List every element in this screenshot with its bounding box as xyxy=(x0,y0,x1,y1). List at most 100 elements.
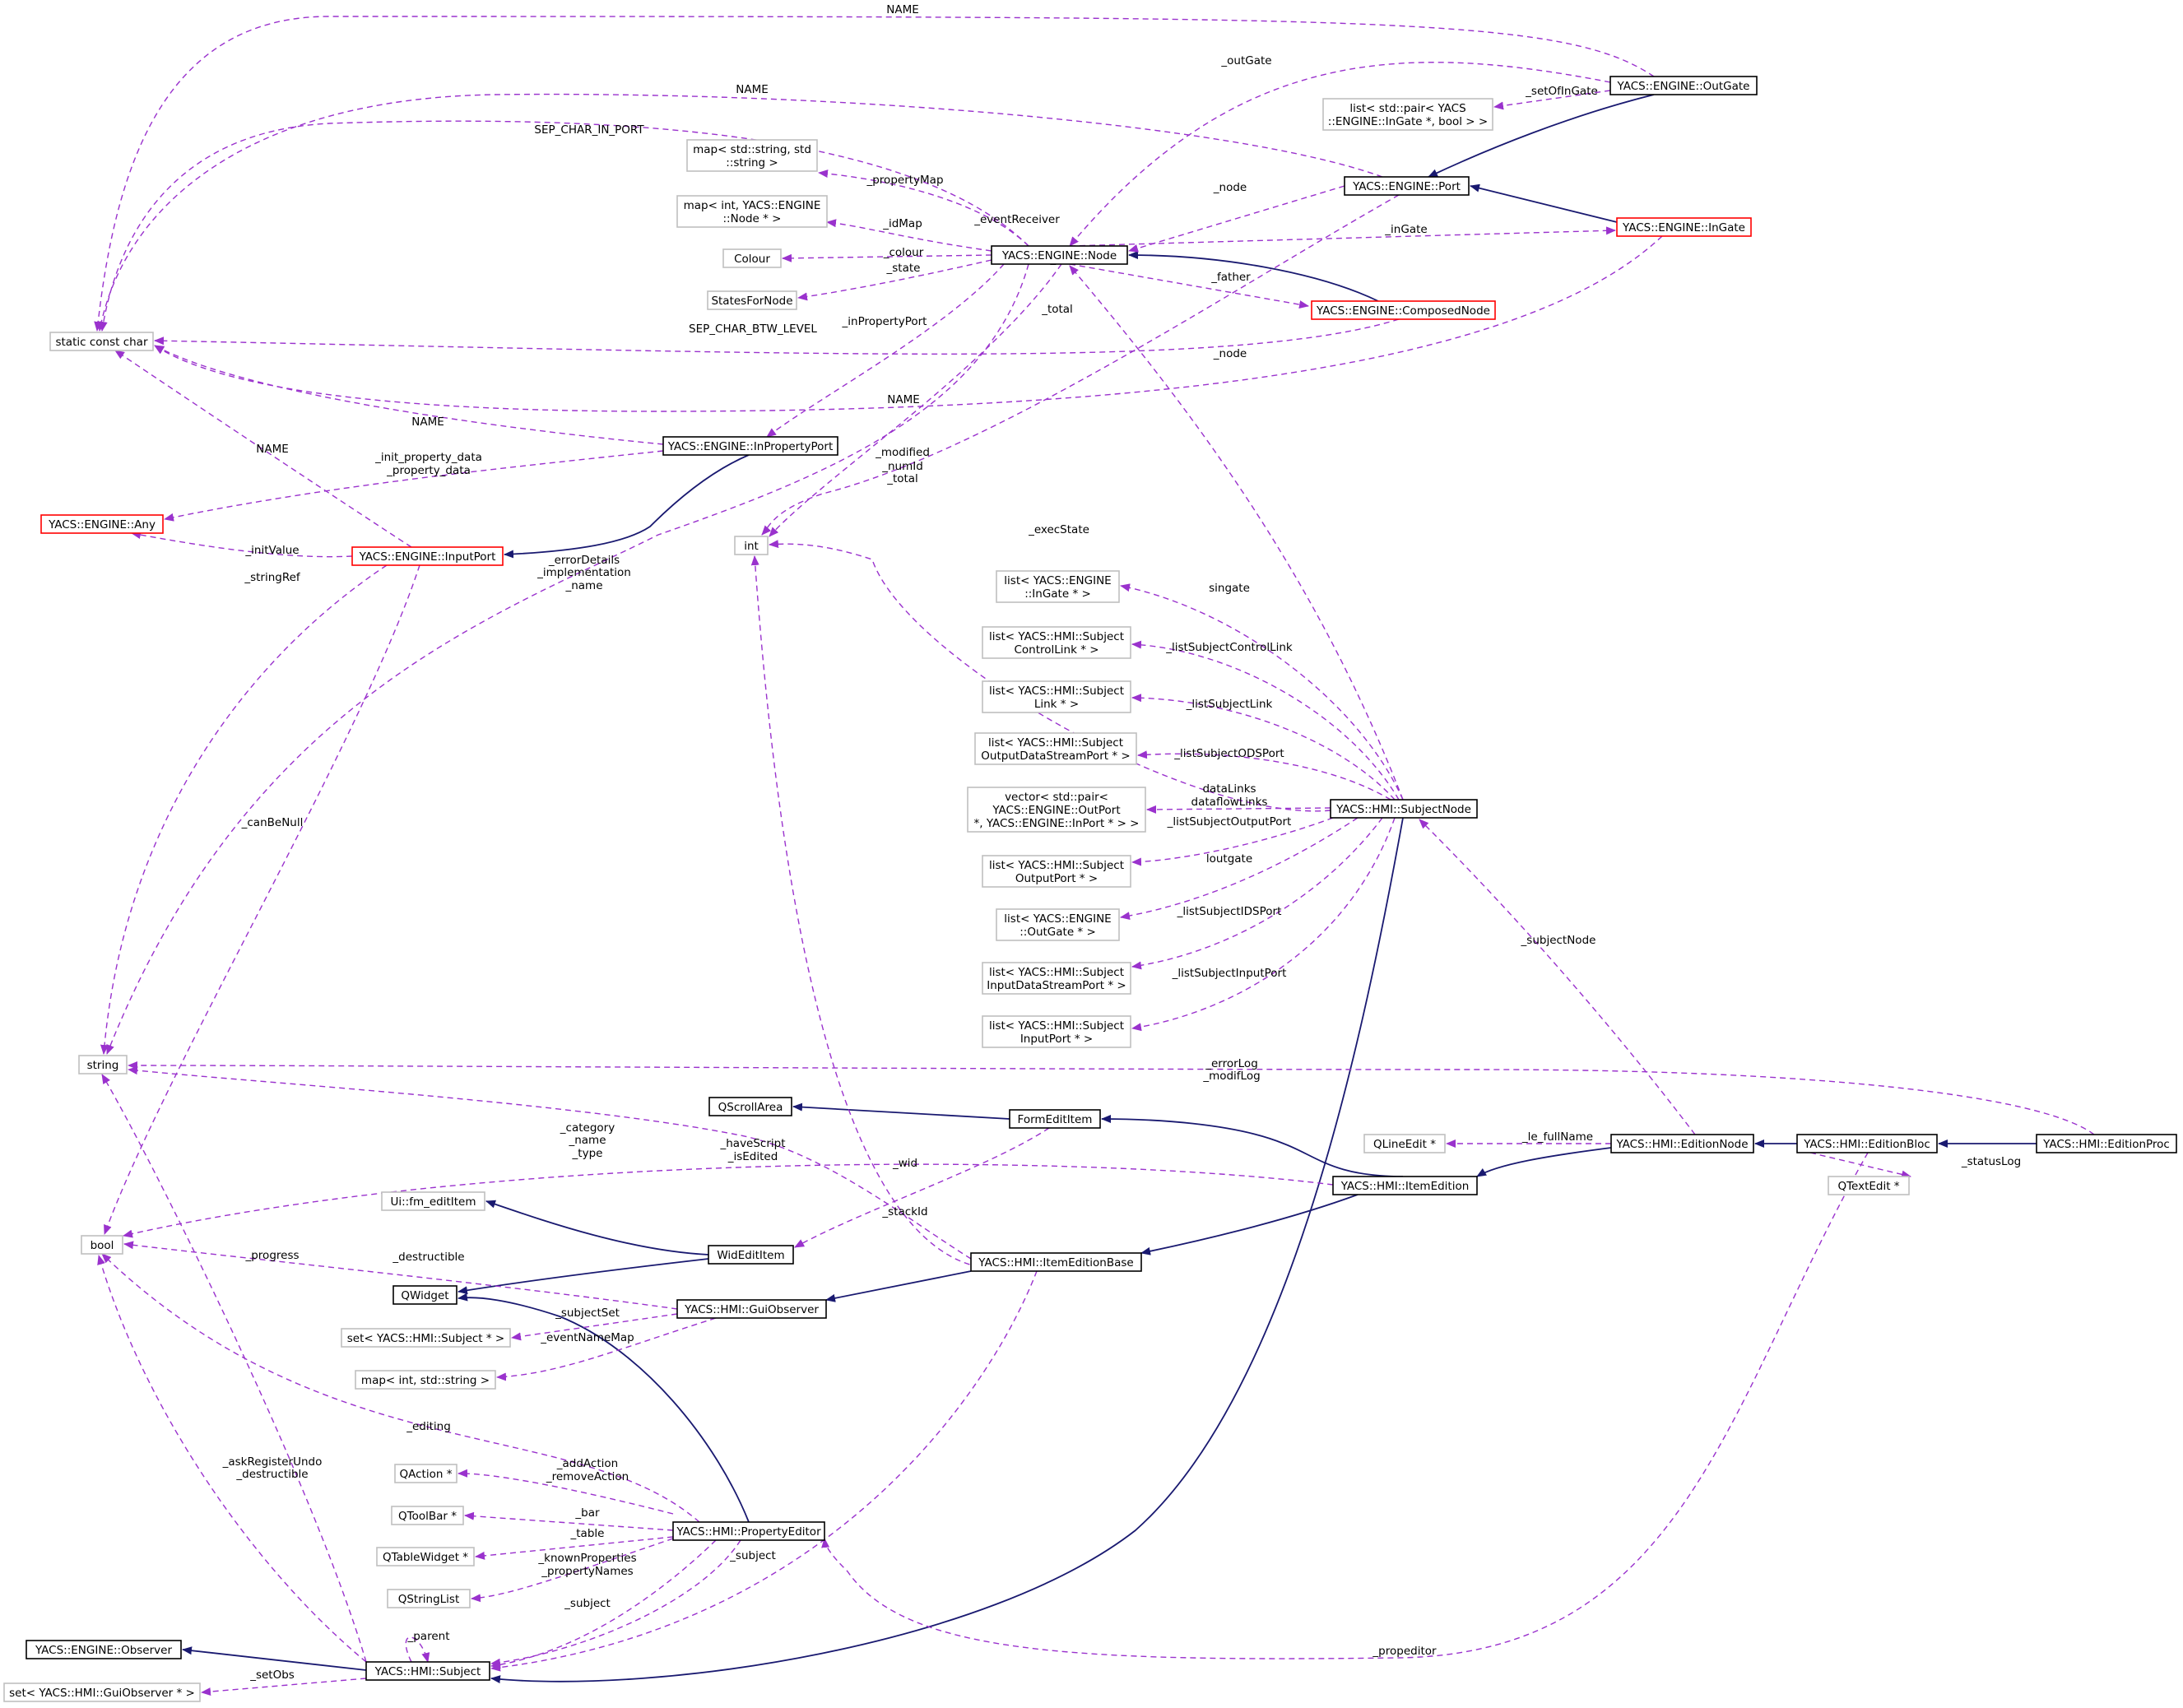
usage-edge-67 xyxy=(154,318,1400,355)
node-box xyxy=(967,787,1146,833)
edge-label-listsubjectcontrollink: _listSubjectControlLink xyxy=(1165,641,1293,654)
node-engine-observer[interactable]: YACS::ENGINE::Observer xyxy=(26,1640,182,1659)
node-label: OutputPort * > xyxy=(1015,872,1098,885)
usage-edge-42 xyxy=(1131,640,1400,801)
node-label: map< int, std::string > xyxy=(361,1374,490,1387)
node-ui-fm[interactable]: Ui::fm_editItem xyxy=(381,1191,485,1211)
node-box xyxy=(381,1191,485,1211)
node-map-int-node[interactable]: map< int, YACS::ENGINE::Node * > xyxy=(676,195,828,228)
node-box xyxy=(734,536,769,555)
node-editionproc[interactable]: YACS::HMI::EditionProc xyxy=(2036,1134,2177,1153)
usage-edge-40 xyxy=(769,540,1331,812)
node-engine-port[interactable]: YACS::ENGINE::Port xyxy=(1344,176,1470,196)
node-box xyxy=(982,680,1131,713)
node-qtextedit[interactable]: QTextEdit * xyxy=(1828,1176,1910,1195)
usage-edge-46 xyxy=(1131,817,1334,866)
node-int[interactable]: int xyxy=(734,536,769,555)
node-itemedition[interactable]: YACS::HMI::ItemEdition xyxy=(1332,1176,1478,1195)
node-label: int xyxy=(744,540,759,553)
node-editionbloc[interactable]: YACS::HMI::EditionBloc xyxy=(1796,1134,1938,1153)
node-qlineedit[interactable]: QLineEdit * xyxy=(1363,1134,1446,1153)
edge-label-implementation: _implementation xyxy=(536,566,631,579)
node-box xyxy=(982,1015,1131,1048)
node-list-outport[interactable]: list< YACS::HMI::SubjectOutputPort * > xyxy=(982,855,1131,888)
node-list-ods[interactable]: list< YACS::HMI::SubjectOutputDataStream… xyxy=(974,732,1137,765)
node-wid-edit-item[interactable]: WidEditItem xyxy=(708,1245,794,1265)
node-set-guiobs[interactable]: set< YACS::HMI::GuiObserver * > xyxy=(3,1682,201,1702)
node-label: ::OutGate * > xyxy=(1020,926,1096,939)
node-qscrollarea[interactable]: QScrollArea xyxy=(708,1097,792,1116)
edge-label-modiflog: _modifLog xyxy=(1202,1070,1260,1083)
node-propertyeditor[interactable]: YACS::HMI::PropertyEditor xyxy=(672,1521,825,1541)
node-list-ids[interactable]: list< YACS::HMI::SubjectInputDataStreamP… xyxy=(982,962,1131,995)
node-label: QTextEdit * xyxy=(1837,1180,1899,1193)
node-box xyxy=(1363,1134,1446,1153)
usage-edge-73 xyxy=(100,564,388,1055)
node-subjectnode[interactable]: YACS::HMI::SubjectNode xyxy=(1330,799,1478,819)
node-composednode[interactable]: YACS::ENGINE::ComposedNode xyxy=(1311,300,1496,320)
node-guiobserver[interactable]: YACS::HMI::GuiObserver xyxy=(676,1299,827,1319)
edge-label-name-5: NAME xyxy=(256,443,289,456)
node-formedititem[interactable]: FormEditItem xyxy=(1009,1109,1101,1129)
inheritance-edge-12 xyxy=(1428,94,1655,178)
node-subject[interactable]: YACS::HMI::Subject xyxy=(365,1661,490,1681)
node-label: ::InGate * > xyxy=(1024,587,1091,601)
usage-edge-32 xyxy=(475,1536,674,1560)
node-list-ingate[interactable]: list< YACS::ENGINE::InGate * > xyxy=(996,570,1120,603)
node-box xyxy=(708,1245,794,1265)
node-string[interactable]: string xyxy=(78,1055,128,1074)
edge-label-modified: _modified xyxy=(875,446,930,459)
node-label: YACS::HMI::EditionNode xyxy=(1615,1138,1748,1151)
node-list-outgate[interactable]: list< YACS::ENGINE::OutGate * > xyxy=(996,908,1120,941)
node-box xyxy=(1610,1134,1754,1153)
usage-edge-25 xyxy=(490,1270,1038,1672)
node-vec-pair[interactable]: vector< std::pair<YACS::ENGINE::OutPort*… xyxy=(967,787,1146,833)
node-box xyxy=(708,1097,792,1116)
usage-edge-50 xyxy=(1069,265,1404,801)
node-list-link[interactable]: list< YACS::HMI::SubjectLink * > xyxy=(982,680,1131,713)
node-label: InputDataStreamPort * > xyxy=(987,979,1126,992)
edge-label-father: _father xyxy=(1210,271,1251,284)
node-box xyxy=(78,1055,128,1074)
edge-label-statuslog: _statusLog xyxy=(1961,1155,2021,1168)
node-statesfornode[interactable]: StatesForNode xyxy=(707,290,797,310)
node-list-inport[interactable]: list< YACS::HMI::SubjectInputPort * > xyxy=(982,1015,1131,1048)
node-label: bool xyxy=(91,1239,114,1252)
node-map-str-str[interactable]: map< std::string, std::string > xyxy=(686,139,818,172)
node-qstringlist[interactable]: QStringList xyxy=(387,1589,471,1608)
edge-label-colour: _colour xyxy=(883,246,924,259)
node-set-subject[interactable]: set< YACS::HMI::Subject * > xyxy=(341,1328,511,1348)
edge-label-eventreceiver: _eventReceiver xyxy=(973,213,1060,226)
node-qwidget[interactable]: QWidget xyxy=(392,1285,458,1305)
node-engine-outgate[interactable]: YACS::ENGINE::OutGate xyxy=(1609,76,1758,95)
node-itemeditionbase[interactable]: YACS::HMI::ItemEditionBase xyxy=(970,1252,1142,1272)
node-box xyxy=(391,1506,464,1525)
node-map-int-str[interactable]: map< int, std::string > xyxy=(355,1370,496,1390)
node-label: *, YACS::ENGINE::InPort * > > xyxy=(974,817,1140,830)
node-label: YACS::ENGINE::InPropertyPort xyxy=(667,440,834,453)
node-qaction[interactable]: QAction * xyxy=(394,1464,458,1483)
node-inpropertyport[interactable]: YACS::ENGINE::InPropertyPort xyxy=(662,436,838,456)
node-inputport[interactable]: YACS::ENGINE::InputPort xyxy=(351,546,504,566)
usage-edge-20 xyxy=(821,1152,1869,1659)
usage-edge-56 xyxy=(761,194,1400,536)
node-list-pair-ingate[interactable]: list< std::pair< YACS::ENGINE::InGate *,… xyxy=(1322,98,1493,131)
node-bool[interactable]: bool xyxy=(81,1235,123,1255)
node-label: list< YACS::ENGINE xyxy=(1004,912,1111,926)
usage-edge-49 xyxy=(1131,817,1396,1032)
node-qtoolbar[interactable]: QToolBar * xyxy=(391,1506,464,1525)
edge-label-name-cat: _name xyxy=(568,1134,606,1147)
node-engine-ingate[interactable]: YACS::ENGINE::InGate xyxy=(1616,217,1752,237)
node-engine-any[interactable]: YACS::ENGINE::Any xyxy=(40,514,164,534)
node-colour[interactable]: Colour xyxy=(722,248,782,268)
node-editionnode[interactable]: YACS::HMI::EditionNode xyxy=(1610,1134,1754,1153)
node-engine-node[interactable]: YACS::ENGINE::Node xyxy=(991,245,1128,265)
node-qtablewidget[interactable]: QTableWidget * xyxy=(376,1547,475,1566)
node-label: YACS::HMI::PropertyEditor xyxy=(676,1525,821,1539)
node-static-const-char[interactable]: static const char xyxy=(49,332,154,351)
node-label: QWidget xyxy=(401,1289,448,1302)
node-box xyxy=(351,546,504,566)
node-list-ctrl[interactable]: list< YACS::HMI::SubjectControlLink * > xyxy=(982,626,1131,659)
usage-edge-66 xyxy=(106,263,1029,1055)
node-label: ::ENGINE::InGate *, bool > > xyxy=(1328,115,1488,128)
